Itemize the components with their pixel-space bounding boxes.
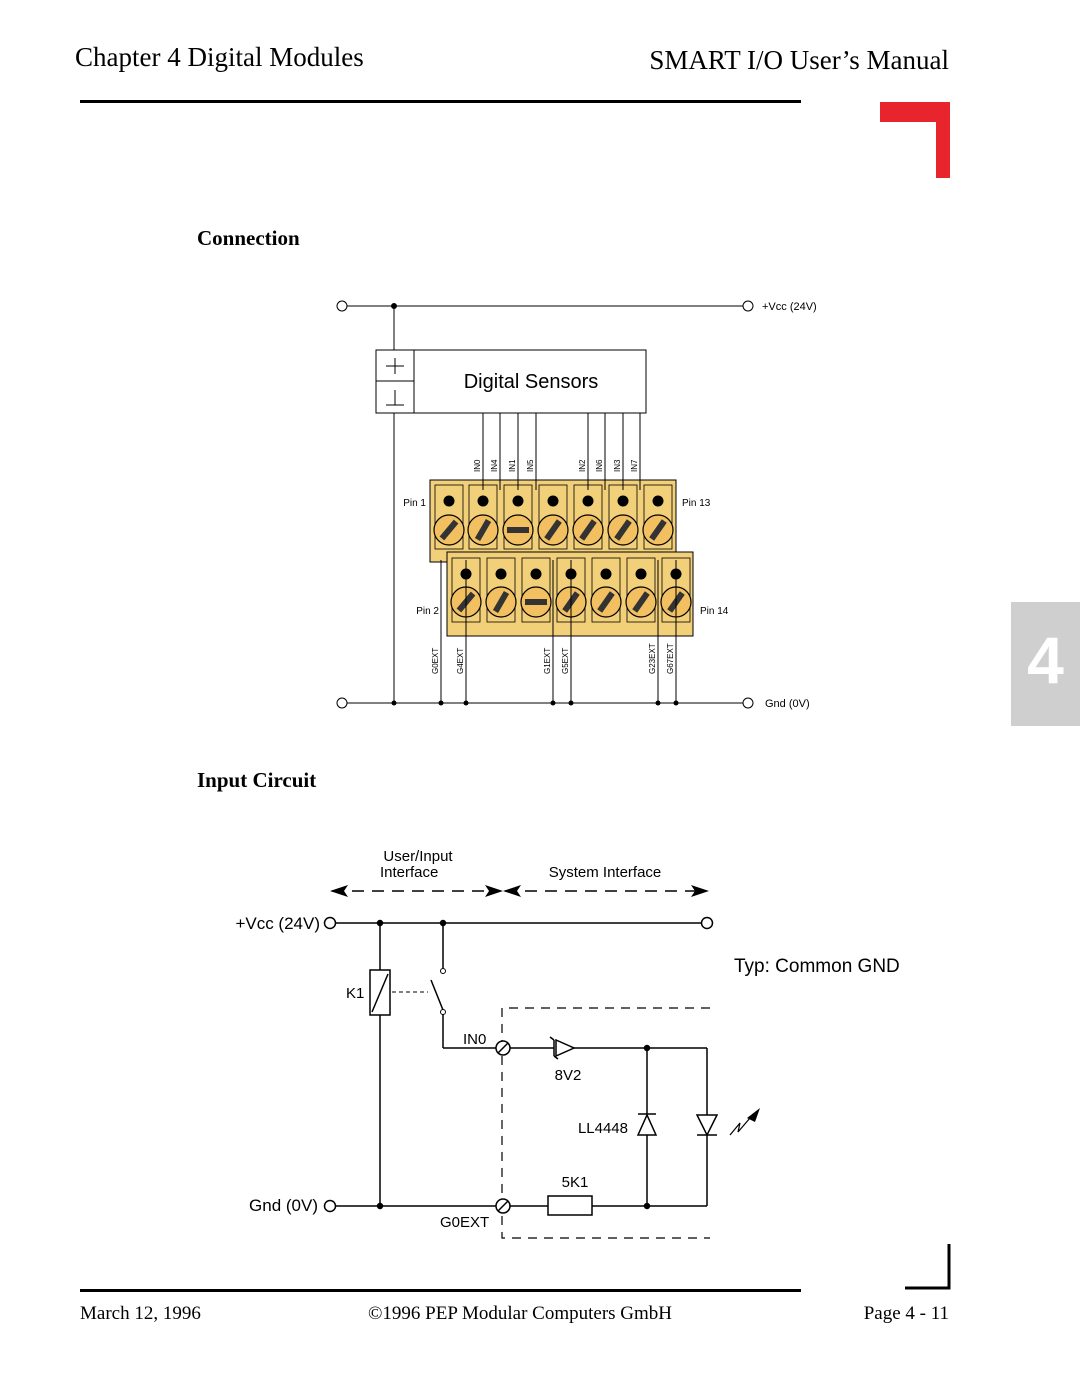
upper-terminal-screw-slot — [439, 519, 459, 541]
upper-terminal-wire-hole — [617, 495, 629, 507]
footer-rule — [80, 1289, 801, 1292]
lower-terminal-screw-slot — [492, 590, 510, 614]
ground-junction — [550, 700, 556, 706]
header-rule — [80, 100, 801, 103]
input-label-in6: IN6 — [595, 459, 604, 472]
connection-heading: Connection — [197, 226, 300, 250]
vcc-label: +Vcc (24V) — [762, 301, 817, 313]
pin2-label: Pin 2 — [416, 606, 439, 617]
chapter-tab-number: 4 — [1027, 623, 1064, 697]
upper-terminal-wire-hole — [582, 495, 594, 507]
lower-terminal-wire-hole — [600, 568, 612, 580]
upper-terminal-screw-slot — [579, 519, 597, 541]
input-label-in1: IN1 — [508, 459, 517, 472]
footer-page-number: Page 4 - 11 — [863, 1303, 949, 1324]
input-label-in3: IN3 — [613, 459, 622, 472]
input-label-in7: IN7 — [630, 459, 639, 472]
upper-terminal-cell — [643, 484, 673, 550]
gnd-label: Gnd (0V) — [765, 698, 810, 710]
upper-terminal-screw-slot — [614, 519, 632, 541]
ground-junction — [463, 700, 469, 706]
system-interface-label: System Interface — [549, 864, 662, 881]
input-label-in2: IN2 — [578, 459, 587, 472]
ground-label-g1ext: G1EXT — [543, 648, 552, 674]
corner-mark-bottom — [905, 1244, 951, 1290]
ground-junction — [568, 700, 574, 706]
upper-terminal-screw-slot — [649, 519, 667, 541]
ground-junction — [673, 700, 679, 706]
ground-junction — [655, 700, 661, 706]
upper-terminal-wire-hole — [512, 495, 524, 507]
input-label-in5: IN5 — [526, 459, 535, 472]
relay-label: K1 — [346, 985, 364, 1002]
upper-terminal-wire-hole — [443, 495, 455, 507]
pin1-label: Pin 1 — [403, 498, 426, 509]
resistor-label: 5K1 — [562, 1174, 589, 1191]
input-circuit-diagram: User/Input Interface System Interface +V… — [235, 848, 900, 1239]
upper-terminal-screw-slot — [544, 519, 562, 541]
lower-terminal-screw-slot — [632, 591, 650, 613]
input-label-in4: IN4 — [490, 459, 499, 472]
ground-label-g5ext: G5EXT — [561, 648, 570, 674]
ground-label-g67ext: G67EXT — [666, 643, 675, 674]
ic-gnd-label: Gnd (0V) — [249, 1196, 318, 1215]
upper-terminal-screw-slot — [474, 518, 492, 542]
common-gnd-note: Typ: Common GND — [734, 956, 900, 977]
ground-label-g4ext: G4EXT — [456, 648, 465, 674]
user-interface-label: User/Input — [383, 848, 453, 865]
ground-junction — [438, 700, 444, 706]
diode-label: LL4448 — [578, 1120, 628, 1137]
upper-terminal-cell — [538, 484, 568, 550]
lower-terminal-wire-hole — [635, 568, 647, 580]
manual-title: SMART I/O User’s Manual — [649, 45, 949, 75]
pin13-label: Pin 13 — [682, 498, 711, 509]
in0-label: IN0 — [463, 1031, 486, 1048]
ground-junction — [391, 700, 397, 706]
g0ext-label: G0EXT — [440, 1214, 489, 1231]
lower-terminal-cell — [591, 557, 621, 623]
lower-terminal-cell — [521, 557, 551, 623]
upper-terminal-wire-hole — [652, 495, 664, 507]
chapter-title: Chapter 4 Digital Modules — [75, 42, 364, 72]
footer-date: March 12, 1996 — [80, 1303, 201, 1324]
chapter-tab[interactable]: 4 — [1011, 602, 1080, 726]
input-circuit-heading: Input Circuit — [197, 768, 317, 792]
upper-terminal-cell — [434, 484, 464, 550]
footer-copyright: ©1996 PEP Modular Computers GmbH — [368, 1303, 673, 1324]
lower-terminal-wire-hole — [495, 568, 507, 580]
pin14-label: Pin 14 — [700, 606, 729, 617]
ic-vcc-label: +Vcc (24V) — [235, 914, 320, 933]
user-interface-label-2: Interface — [380, 864, 438, 881]
connection-diagram: Digital Sensors +Vcc (24V) Gnd (0V) Pin … — [336, 300, 817, 710]
lower-terminal-wire-hole — [530, 568, 542, 580]
upper-terminal-wire-hole — [547, 495, 559, 507]
upper-terminal-wire-hole — [477, 495, 489, 507]
digital-sensors-label: Digital Sensors — [464, 371, 599, 393]
lower-terminal-screw-slot — [597, 591, 615, 613]
corner-mark-top — [880, 102, 950, 178]
lower-terminal-cell — [486, 557, 516, 623]
ground-label-g0ext: G0EXT — [431, 648, 440, 674]
input-label-in0: IN0 — [473, 459, 482, 472]
lower-terminal-cell — [626, 557, 656, 623]
ground-label-g23ext: G23EXT — [648, 643, 657, 674]
zener-label: 8V2 — [555, 1067, 582, 1084]
